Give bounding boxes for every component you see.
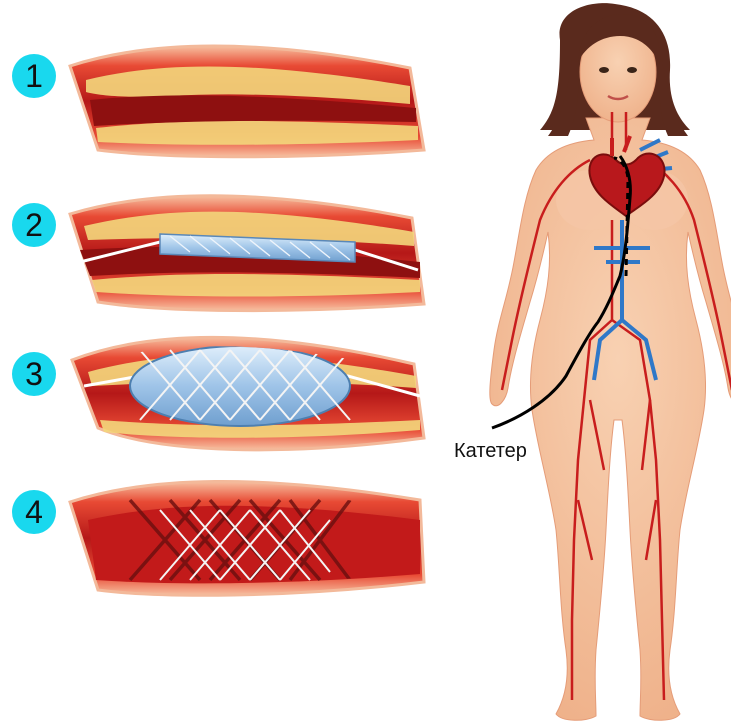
step-number: 3 — [25, 356, 43, 393]
balloon-icon — [130, 346, 350, 426]
step-badge-2: 2 — [12, 203, 56, 247]
artery-panel-2 — [70, 196, 424, 311]
step-badge-3: 3 — [12, 352, 56, 396]
artery-panel-4 — [70, 481, 424, 595]
step-number: 4 — [25, 494, 43, 531]
artery-panel-3 — [72, 337, 424, 450]
catheter-label: Катетер — [454, 440, 527, 463]
step-number: 1 — [25, 58, 43, 95]
step-badge-4: 4 — [12, 490, 56, 534]
human-body-icon — [490, 3, 731, 720]
artery-panel-1 — [70, 46, 424, 157]
step-badge-1: 1 — [12, 54, 56, 98]
step-number: 2 — [25, 207, 43, 244]
